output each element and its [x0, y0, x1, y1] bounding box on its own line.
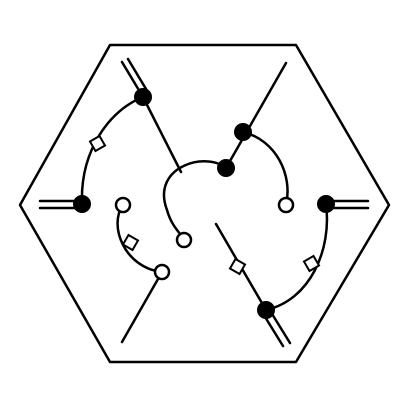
open-node-left [114, 196, 132, 214]
line-upper-right [224, 61, 288, 170]
filled-node-right [317, 195, 335, 213]
open-node-lower-left [153, 263, 171, 281]
square-node-right-lower [302, 254, 321, 273]
filled-node-bottom-right [257, 301, 275, 319]
arc-right-upper [241, 130, 289, 207]
filled-node-upper-right [234, 123, 252, 141]
arc-left-inner [116, 203, 164, 274]
open-node-right [277, 196, 295, 214]
arc-center [163, 160, 230, 242]
line-lower-left [120, 270, 164, 344]
filled-node-left [73, 195, 91, 213]
square-node-center-lower [228, 257, 247, 276]
open-node-center [175, 231, 193, 249]
filled-node-center-right [217, 159, 235, 177]
line-upper-left-center [141, 95, 183, 174]
square-node-left-lower [121, 233, 140, 252]
hexagon-outline [18, 43, 391, 364]
arc-left-outer [80, 95, 145, 206]
square-node-left-upper [88, 134, 107, 153]
arc-right-lower [264, 202, 329, 312]
filled-node-top-left [134, 88, 152, 106]
